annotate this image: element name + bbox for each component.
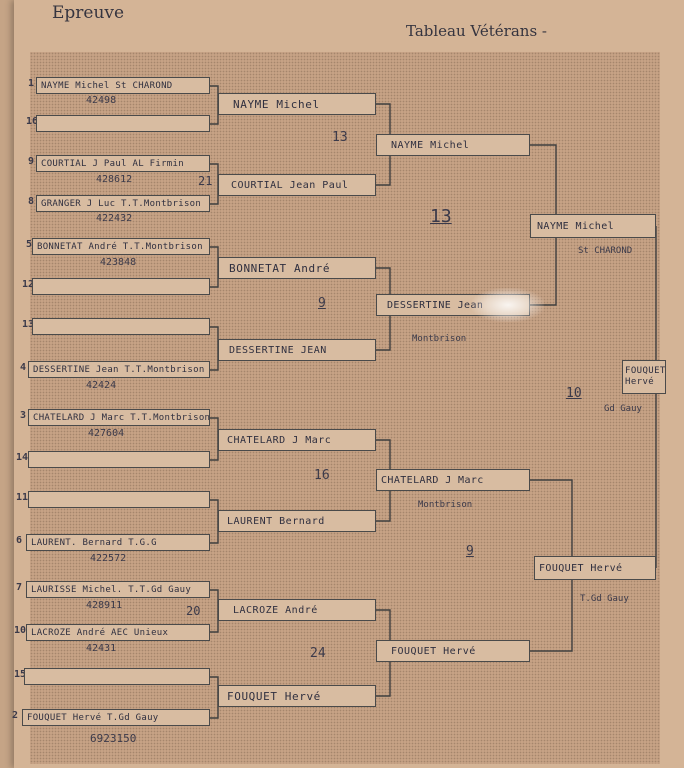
licence-number: 42424	[86, 380, 117, 391]
entry-slot	[32, 278, 210, 295]
licence-number: 428612	[96, 174, 133, 185]
winner-slot: DESSERTINE Jean	[376, 294, 530, 316]
entry-slot	[36, 115, 210, 132]
entry-slot: FOUQUET Hervé T.Gd Gauy	[22, 709, 210, 726]
entry-slot: DESSERTINE Jean T.T.Montbrison	[28, 361, 210, 378]
match-score: 20	[186, 604, 201, 618]
entry-slot: LACROZE André AEC Unieux	[26, 624, 210, 641]
winner-slot: FOUQUET Hervé	[534, 556, 656, 580]
entry-slot: BONNETAT André T.T.Montbrison	[32, 238, 210, 255]
licence-number: 42431	[86, 643, 117, 654]
entry-slot: LAURENT. Bernard T.G.G	[26, 534, 210, 551]
seed-number: 6	[16, 535, 23, 546]
entry-slot: LAURISSE Michel. T.T.Gd Gauy	[26, 581, 210, 598]
seed-number: 14	[16, 452, 29, 463]
winner-slot: FOUQUET Hervé	[376, 640, 530, 662]
seed-number: 1	[28, 78, 35, 89]
winner-slot: NAYME Michel	[530, 214, 656, 238]
licence-number: 428911	[86, 600, 123, 611]
club-annotation: Montbrison	[418, 500, 473, 510]
match-score: 9	[318, 296, 326, 311]
entry-slot	[24, 668, 210, 685]
licence-number: 6923150	[90, 732, 137, 745]
winner-slot: LACROZE André	[218, 599, 376, 621]
seed-number: 11	[16, 492, 29, 503]
entry-slot: GRANGER J Luc T.T.Montbrison	[36, 195, 210, 212]
seed-number: 7	[16, 582, 23, 593]
entry-slot	[32, 318, 210, 335]
entry-slot	[28, 491, 210, 508]
winner-slot: CHATELARD J Marc	[376, 469, 530, 491]
winner-slot: FOUQUET Hervé	[218, 685, 376, 707]
epreuve-label: Epreuve	[52, 3, 125, 23]
seed-number: 9	[28, 156, 35, 167]
match-score: 24	[310, 646, 326, 661]
winner-slot: COURTIAL Jean Paul	[218, 174, 376, 196]
winner-slot: NAYME Michel	[218, 93, 376, 115]
seed-number: 2	[12, 710, 19, 721]
licence-number: 423848	[100, 257, 137, 268]
winner-slot: CHATELARD J Marc	[218, 429, 376, 451]
licence-number: 422572	[90, 553, 127, 564]
seed-number: 13	[22, 319, 35, 330]
seed-number: 15	[14, 669, 27, 680]
entry-slot: COURTIAL J Paul AL Firmin	[36, 155, 210, 172]
match-score: 9	[466, 544, 474, 559]
licence-number: 427604	[88, 428, 125, 439]
winner-slot: LAURENT Bernard	[218, 510, 376, 532]
seed-number: 10	[14, 625, 27, 636]
match-score: 21	[198, 174, 213, 188]
final-winner-slot: FOUQUET Hervé	[622, 360, 666, 394]
entry-slot	[28, 451, 210, 468]
match-score: 13	[430, 206, 452, 227]
entry-slot: NAYME Michel St CHAROND	[36, 77, 210, 94]
club-annotation: Montbrison	[412, 334, 467, 344]
seed-number: 5	[26, 239, 33, 250]
club-annotation: Gd Gauy	[604, 404, 642, 414]
tableau-title: Tableau Vétérans -	[406, 22, 547, 40]
club-annotation: T.Gd Gauy	[580, 594, 629, 604]
club-annotation: St CHAROND	[578, 246, 633, 256]
seed-number: 12	[22, 279, 35, 290]
match-score: 10	[566, 386, 582, 401]
winner-slot: NAYME Michel	[376, 134, 530, 156]
winner-slot: BONNETAT André	[218, 257, 376, 279]
winner-slot: DESSERTINE JEAN	[218, 339, 376, 361]
match-score: 13	[332, 130, 348, 145]
seed-number: 8	[28, 196, 35, 207]
seed-number: 4	[20, 362, 27, 373]
match-score: 16	[314, 468, 330, 483]
entry-slot: CHATELARD J Marc T.T.Montbrison	[28, 409, 210, 426]
licence-number: 42498	[86, 95, 117, 106]
seed-number: 16	[26, 116, 39, 127]
licence-number: 422432	[96, 213, 133, 224]
seed-number: 3	[20, 410, 27, 421]
